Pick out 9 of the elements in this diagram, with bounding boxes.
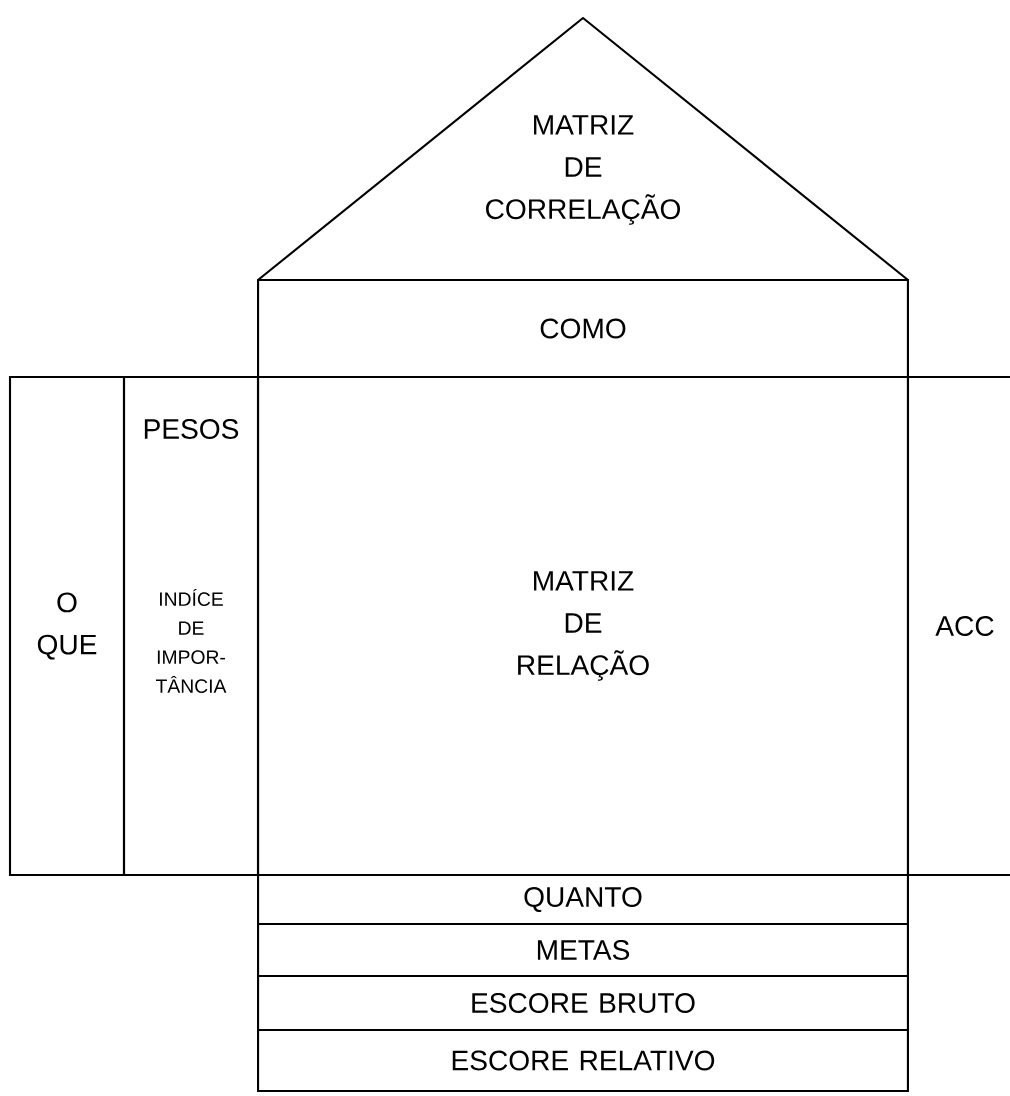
- section-box: O QUE: [8, 376, 126, 876]
- open-box: ACC: [906, 375, 1010, 877]
- section-box: METAS: [257, 922, 909, 978]
- section-box: ESCORE RELATIVO: [257, 1028, 909, 1093]
- section-box: COMO: [257, 278, 909, 379]
- section-box: MATRIZ DE RELAÇÃO: [257, 376, 909, 876]
- section-box: PESOS INDÍCE DE IMPOR- TÂNCIA: [122, 376, 260, 876]
- section-box: ESCORE BRUTO: [257, 974, 909, 1032]
- section-box: QUANTO: [257, 873, 909, 926]
